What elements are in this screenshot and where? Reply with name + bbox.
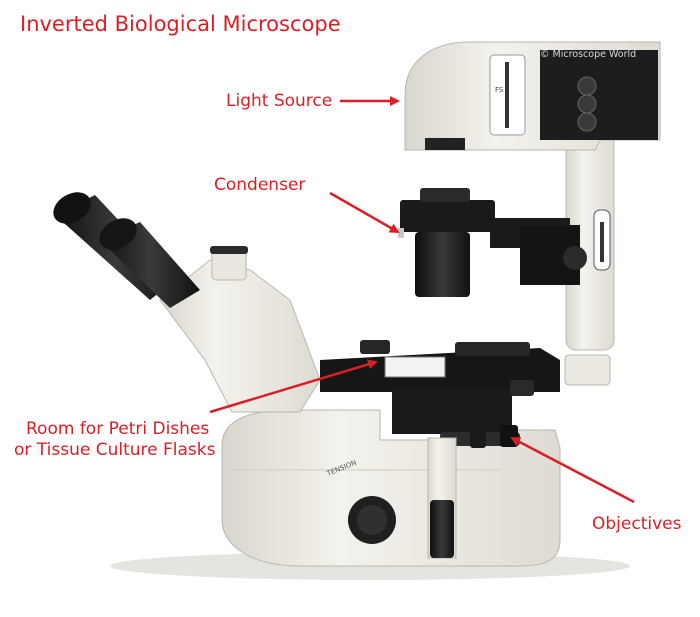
label-room-line-2: or Tissue Culture Flasks	[14, 440, 216, 460]
mechanical-stage	[320, 340, 560, 434]
eyepieces	[53, 192, 200, 308]
fs-engraving: FS	[495, 86, 504, 94]
watermark: © Microscope World	[540, 49, 637, 60]
arrow-objectives	[510, 436, 635, 504]
focus-knobs	[348, 437, 457, 559]
light-source-housing	[404, 41, 661, 151]
condenser-assembly	[398, 188, 587, 297]
trinocular-head	[159, 246, 321, 413]
arrow-room	[209, 359, 378, 414]
illumination-pillar	[564, 109, 615, 386]
figure-title: Inverted Biological Microscope	[20, 12, 341, 36]
label-objectives: Objectives	[592, 514, 682, 534]
annotation-arrows	[209, 96, 635, 504]
label-light-source: Light Source	[226, 91, 333, 111]
label-room-line-1: Room for Petri Dishes	[26, 419, 210, 439]
objectives-nosepiece	[440, 425, 520, 448]
label-room-for-petri-dishes: Room for Petri Dishes or Tissue Culture …	[14, 419, 216, 461]
arrow-condenser	[329, 191, 400, 234]
label-condenser: Condenser	[214, 175, 306, 195]
